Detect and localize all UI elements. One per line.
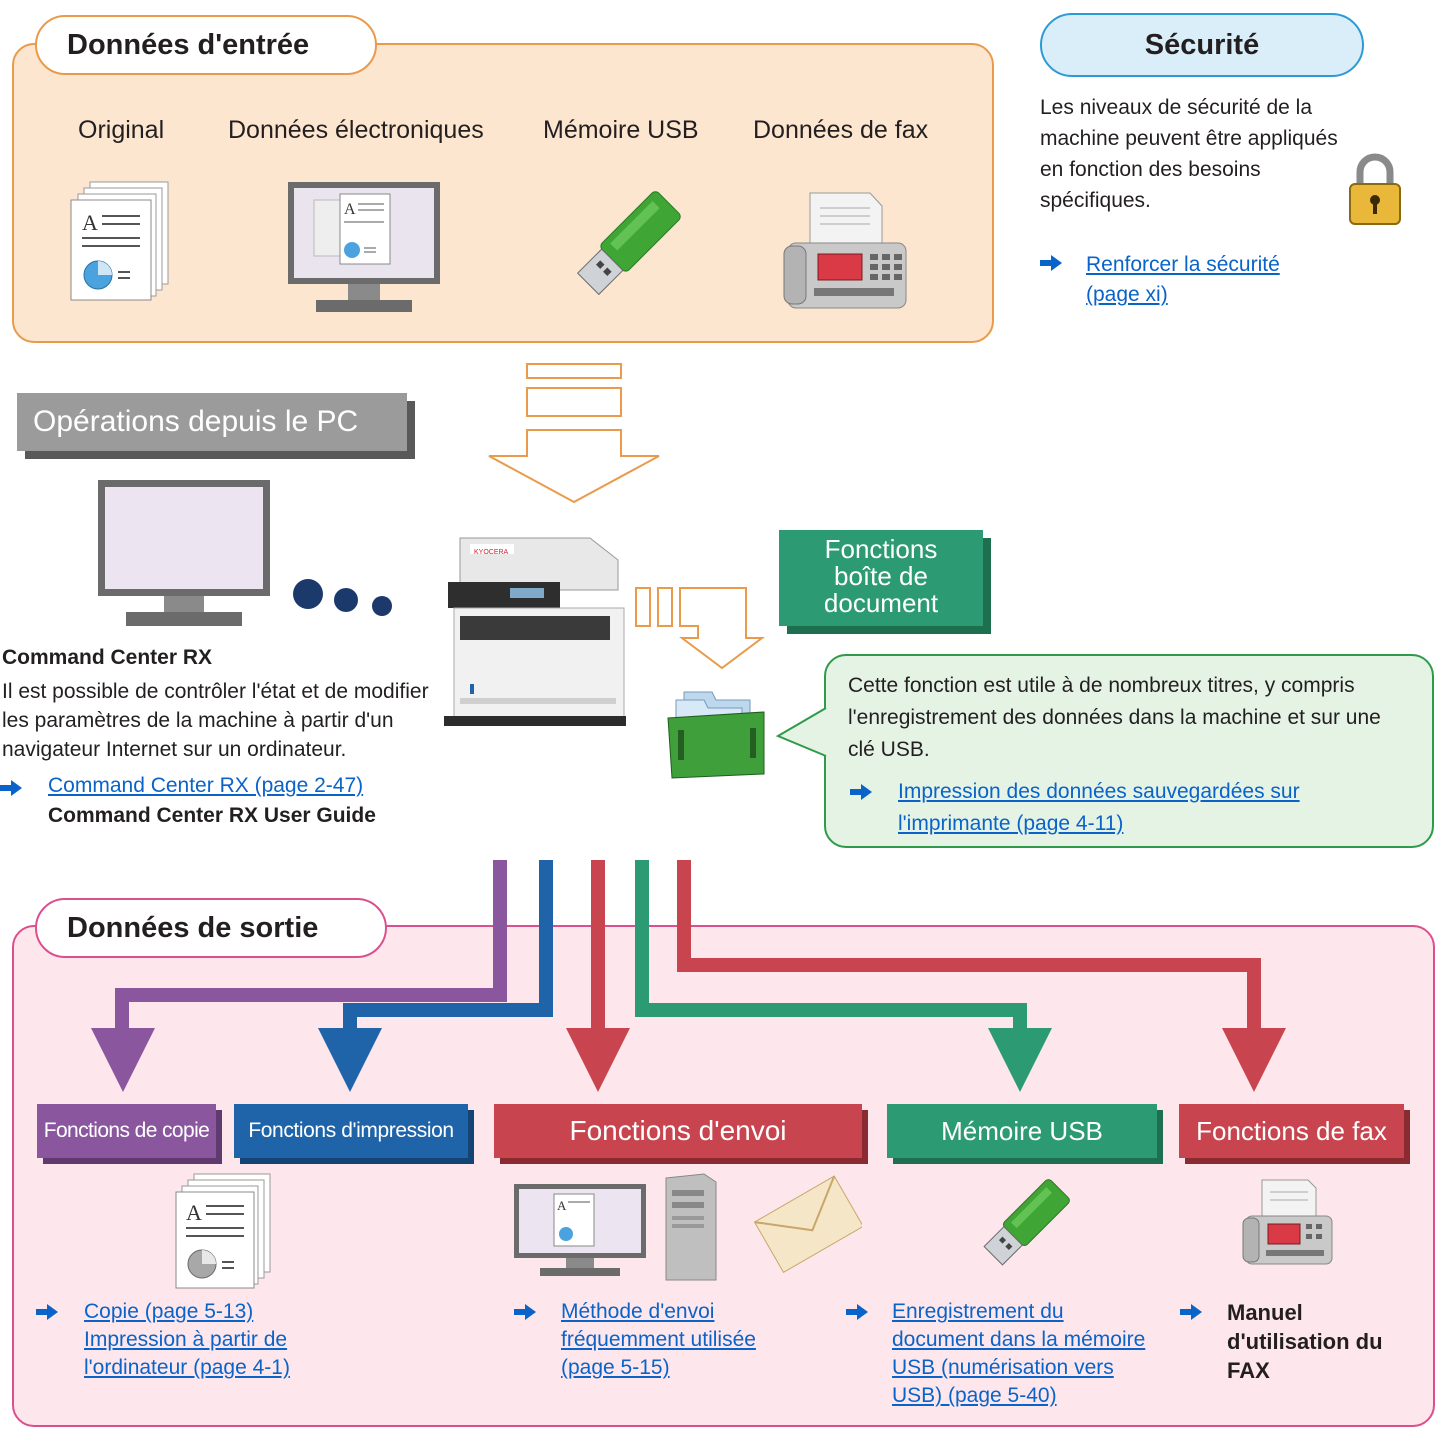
email-envelope-icon <box>753 1175 862 1274</box>
input-flow-arrow <box>488 363 660 504</box>
print-functions-box: Fonctions d'impression <box>234 1104 468 1158</box>
input-title: Données d'entrée <box>35 15 377 75</box>
command-center-title: Command Center RX <box>2 646 213 669</box>
security-title: Sécurité <box>1040 13 1364 77</box>
document-stack-icon: A <box>70 181 169 301</box>
copy-functions-box: Fonctions de copie <box>37 1104 216 1158</box>
command-center-guide: Command Center RX User Guide <box>48 804 376 827</box>
usb-memory-box: Mémoire USB <box>887 1104 1157 1158</box>
fax-machine-icon <box>783 192 907 309</box>
server-tower-icon <box>665 1173 717 1281</box>
document-box-flow-arrow <box>635 587 765 670</box>
arrow-right-icon <box>1040 255 1062 271</box>
copy-link[interactable]: Copie (page 5-13) <box>84 1300 254 1323</box>
output-routing-arrows <box>91 860 1286 1092</box>
document-box-callout <box>824 654 1434 848</box>
svg-text:A: A <box>344 201 356 218</box>
svg-text:A: A <box>186 1200 202 1225</box>
copy-document-stack-icon: A <box>175 1173 271 1289</box>
usb-stick-icon <box>576 191 681 296</box>
pc-monitor-icon <box>98 480 270 626</box>
arrow-right-icon <box>846 1304 868 1320</box>
arrow-right-icon <box>0 780 22 796</box>
security-description: Les niveaux de sécurité de la machine pe… <box>1040 96 1338 212</box>
multifunction-printer-icon: KYOCERA <box>444 537 626 726</box>
pc-operations-title: Opérations depuis le PC <box>17 393 407 451</box>
command-center-link[interactable]: Command Center RX (page 2-47) <box>48 774 364 797</box>
input-label-usb: Mémoire USB <box>543 116 699 144</box>
fax-functions-box: Fonctions de fax <box>1179 1104 1404 1158</box>
ellipsis-dots-icon <box>293 579 392 616</box>
document-box-folder-icon <box>667 691 765 779</box>
padlock-icon <box>1349 153 1401 225</box>
arrow-right-icon <box>850 784 872 800</box>
send-pc-icon: A <box>514 1184 646 1276</box>
arrow-right-icon <box>514 1304 536 1320</box>
send-functions-box: Fonctions d'envoi <box>494 1104 862 1158</box>
input-label-electronic: Données électroniques <box>228 116 484 144</box>
svg-text:A: A <box>557 1198 567 1213</box>
input-label-original: Original <box>78 116 165 144</box>
svg-text:A: A <box>82 210 98 235</box>
monitor-icon: A <box>288 182 440 312</box>
document-box-description: Cette fonction est utile à de nombreux t… <box>848 674 1381 761</box>
input-label-fax: Données de fax <box>753 116 929 144</box>
output-title: Données de sortie <box>35 898 387 958</box>
svg-text:KYOCERA: KYOCERA <box>474 549 509 556</box>
arrow-right-icon <box>36 1304 58 1320</box>
usb-output-icon <box>983 1179 1070 1266</box>
arrow-right-icon <box>1180 1304 1202 1320</box>
fax-output-icon <box>1242 1179 1333 1265</box>
security-link[interactable]: Renforcer la sécurité(page xi) <box>1086 253 1280 306</box>
callout-pointer <box>776 707 828 757</box>
command-center-description: Il est possible de contrôler l'état et d… <box>2 680 429 761</box>
